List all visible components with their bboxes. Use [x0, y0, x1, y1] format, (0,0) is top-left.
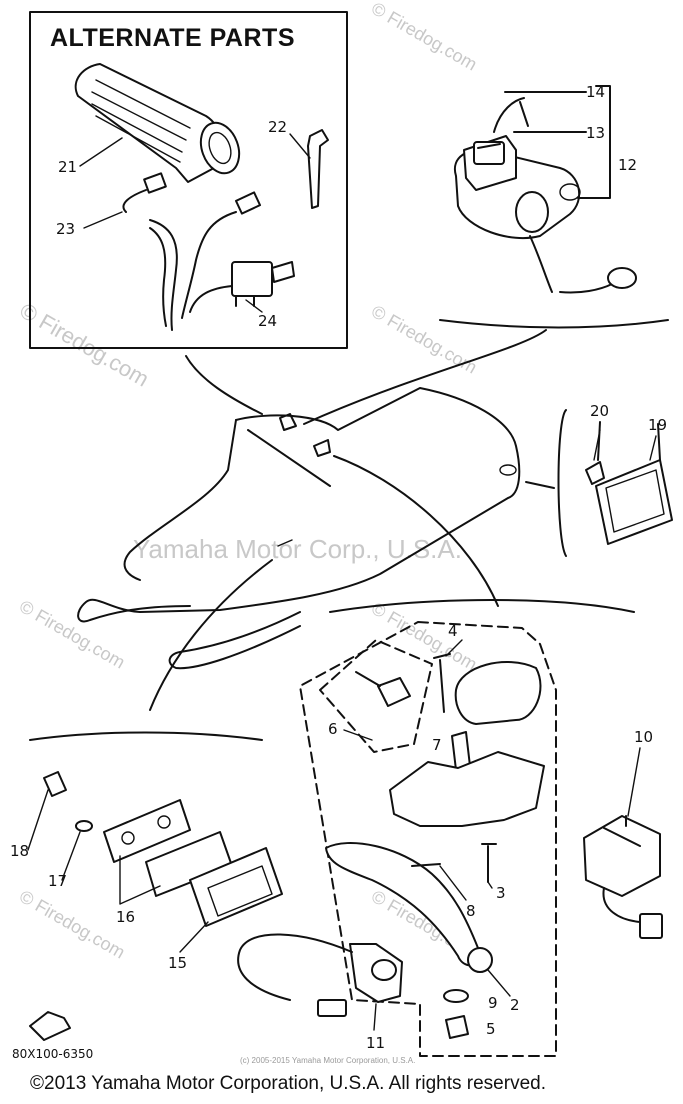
label-3: 3 — [496, 884, 506, 902]
label-4: 4 — [448, 622, 458, 640]
label-23: 23 — [56, 220, 75, 238]
label-16: 16 — [116, 908, 135, 926]
alternate-parts-box — [29, 11, 348, 349]
watermark-top: © Firedog.com — [368, 0, 480, 75]
small-copyright: (c) 2005-2015 Yamaha Motor Corporation, … — [240, 1056, 416, 1065]
label-21: 21 — [58, 158, 77, 176]
label-10: 10 — [634, 728, 653, 746]
label-5: 5 — [486, 1020, 496, 1038]
label-11: 11 — [366, 1034, 385, 1052]
center-watermark: Yamaha Motor Corp., U.S.A. — [133, 534, 462, 564]
cable-band-22 — [307, 129, 329, 209]
alternate-parts-frame — [29, 11, 348, 349]
label-17: 17 — [48, 872, 67, 890]
label-6: 6 — [328, 720, 338, 738]
watermark-left-bottom: © Firedog.com — [16, 886, 128, 962]
label-22: 22 — [268, 118, 287, 136]
label-12: 12 — [618, 156, 637, 174]
label-9: 9 — [488, 994, 498, 1012]
watermark-left-upper: © Firedog.com — [16, 298, 154, 392]
wire-lead-23 — [122, 172, 262, 331]
label-20: 20 — [590, 402, 609, 420]
switch-24 — [189, 261, 295, 313]
label-18: 18 — [10, 842, 29, 860]
handlebar-switch-assembly — [439, 85, 669, 329]
label-8: 8 — [466, 902, 476, 920]
watermark-left-lower: © Firedog.com — [16, 596, 128, 672]
pointer-arrows — [149, 329, 555, 711]
label-14: 14 — [586, 83, 605, 101]
lower-left-lamp — [29, 731, 283, 1041]
snowmobile-cowling — [77, 387, 521, 670]
throttle-lever-assembly — [237, 599, 663, 1057]
alternate-parts-title: ALTERNATE PARTS — [50, 24, 295, 52]
watermark-mid: © Firedog.com — [368, 301, 480, 377]
copyright-notice: ©2013 Yamaha Motor Corporation, U.S.A. A… — [30, 1073, 546, 1094]
diagram-code: 80X100-6350 — [12, 1047, 94, 1061]
part-number-labels: 21 22 23 24 14 13 12 20 19 4 6 7 10 18 1… — [10, 83, 667, 1052]
watermark-right-lower: © Firedog.com — [368, 598, 480, 674]
label-15: 15 — [168, 954, 187, 972]
label-2: 2 — [510, 996, 520, 1014]
label-19: 19 — [648, 416, 667, 434]
label-7: 7 — [432, 736, 442, 754]
label-24: 24 — [258, 312, 277, 330]
lamp-assembly — [557, 409, 673, 557]
label-13: 13 — [586, 124, 605, 142]
grip-heater-21 — [74, 63, 241, 183]
